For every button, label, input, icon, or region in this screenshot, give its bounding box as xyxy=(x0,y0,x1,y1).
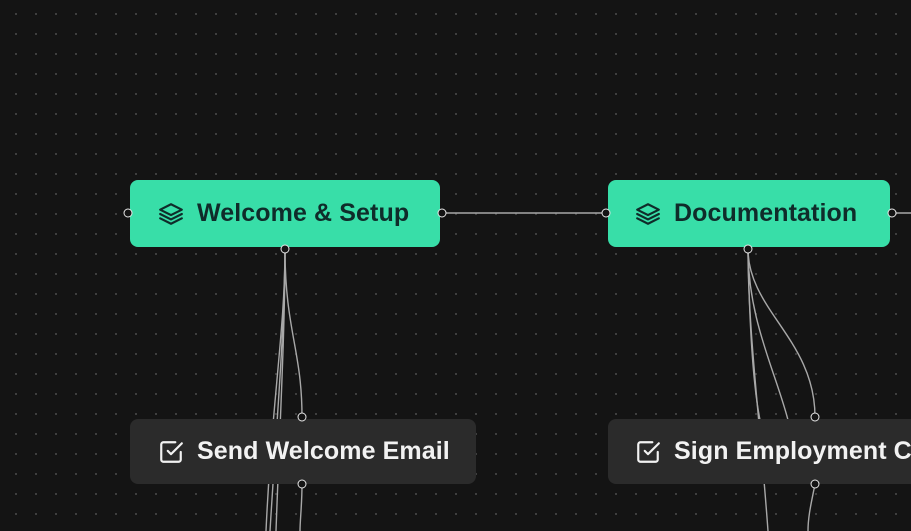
handle-welcome-left[interactable] xyxy=(123,208,133,218)
node-label: Welcome & Setup xyxy=(197,199,410,227)
edge-send-email-to-below xyxy=(299,483,303,531)
layers-icon xyxy=(635,201,661,227)
edge-documentation-to-below-3 xyxy=(747,248,761,421)
handle-welcome-bottom[interactable] xyxy=(280,244,290,254)
edge-documentation-to-below-1 xyxy=(747,248,769,531)
edge-documentation-to-below-2 xyxy=(747,248,789,421)
handle-welcome-right[interactable] xyxy=(437,208,447,218)
checkbox-icon xyxy=(158,439,184,465)
handle-send-email-top[interactable] xyxy=(297,412,307,422)
handle-send-email-bottom[interactable] xyxy=(297,479,307,489)
handle-sign-top[interactable] xyxy=(810,412,820,422)
edge-welcome-to-below-3 xyxy=(269,248,286,531)
handle-documentation-bottom[interactable] xyxy=(743,244,753,254)
edge-sign-to-below xyxy=(807,483,816,531)
edge-welcome-to-below-2 xyxy=(275,248,286,531)
handle-documentation-left[interactable] xyxy=(601,208,611,218)
edge-welcome-to-below-1 xyxy=(265,248,286,531)
node-documentation[interactable]: Documentation xyxy=(608,180,890,247)
checkbox-icon xyxy=(635,439,661,465)
edge-welcome-to-send-email xyxy=(284,248,303,418)
layers-icon xyxy=(158,201,184,227)
handle-sign-bottom[interactable] xyxy=(810,479,820,489)
edge-documentation-to-sign xyxy=(747,248,816,418)
node-send-welcome-email[interactable]: Send Welcome Email xyxy=(130,419,476,484)
node-sign-employment[interactable]: Sign Employment C xyxy=(608,419,911,484)
node-welcome-setup[interactable]: Welcome & Setup xyxy=(130,180,440,247)
node-label: Documentation xyxy=(674,199,858,227)
handle-documentation-right[interactable] xyxy=(887,208,897,218)
node-label: Sign Employment C xyxy=(674,437,911,465)
node-label: Send Welcome Email xyxy=(197,437,450,465)
